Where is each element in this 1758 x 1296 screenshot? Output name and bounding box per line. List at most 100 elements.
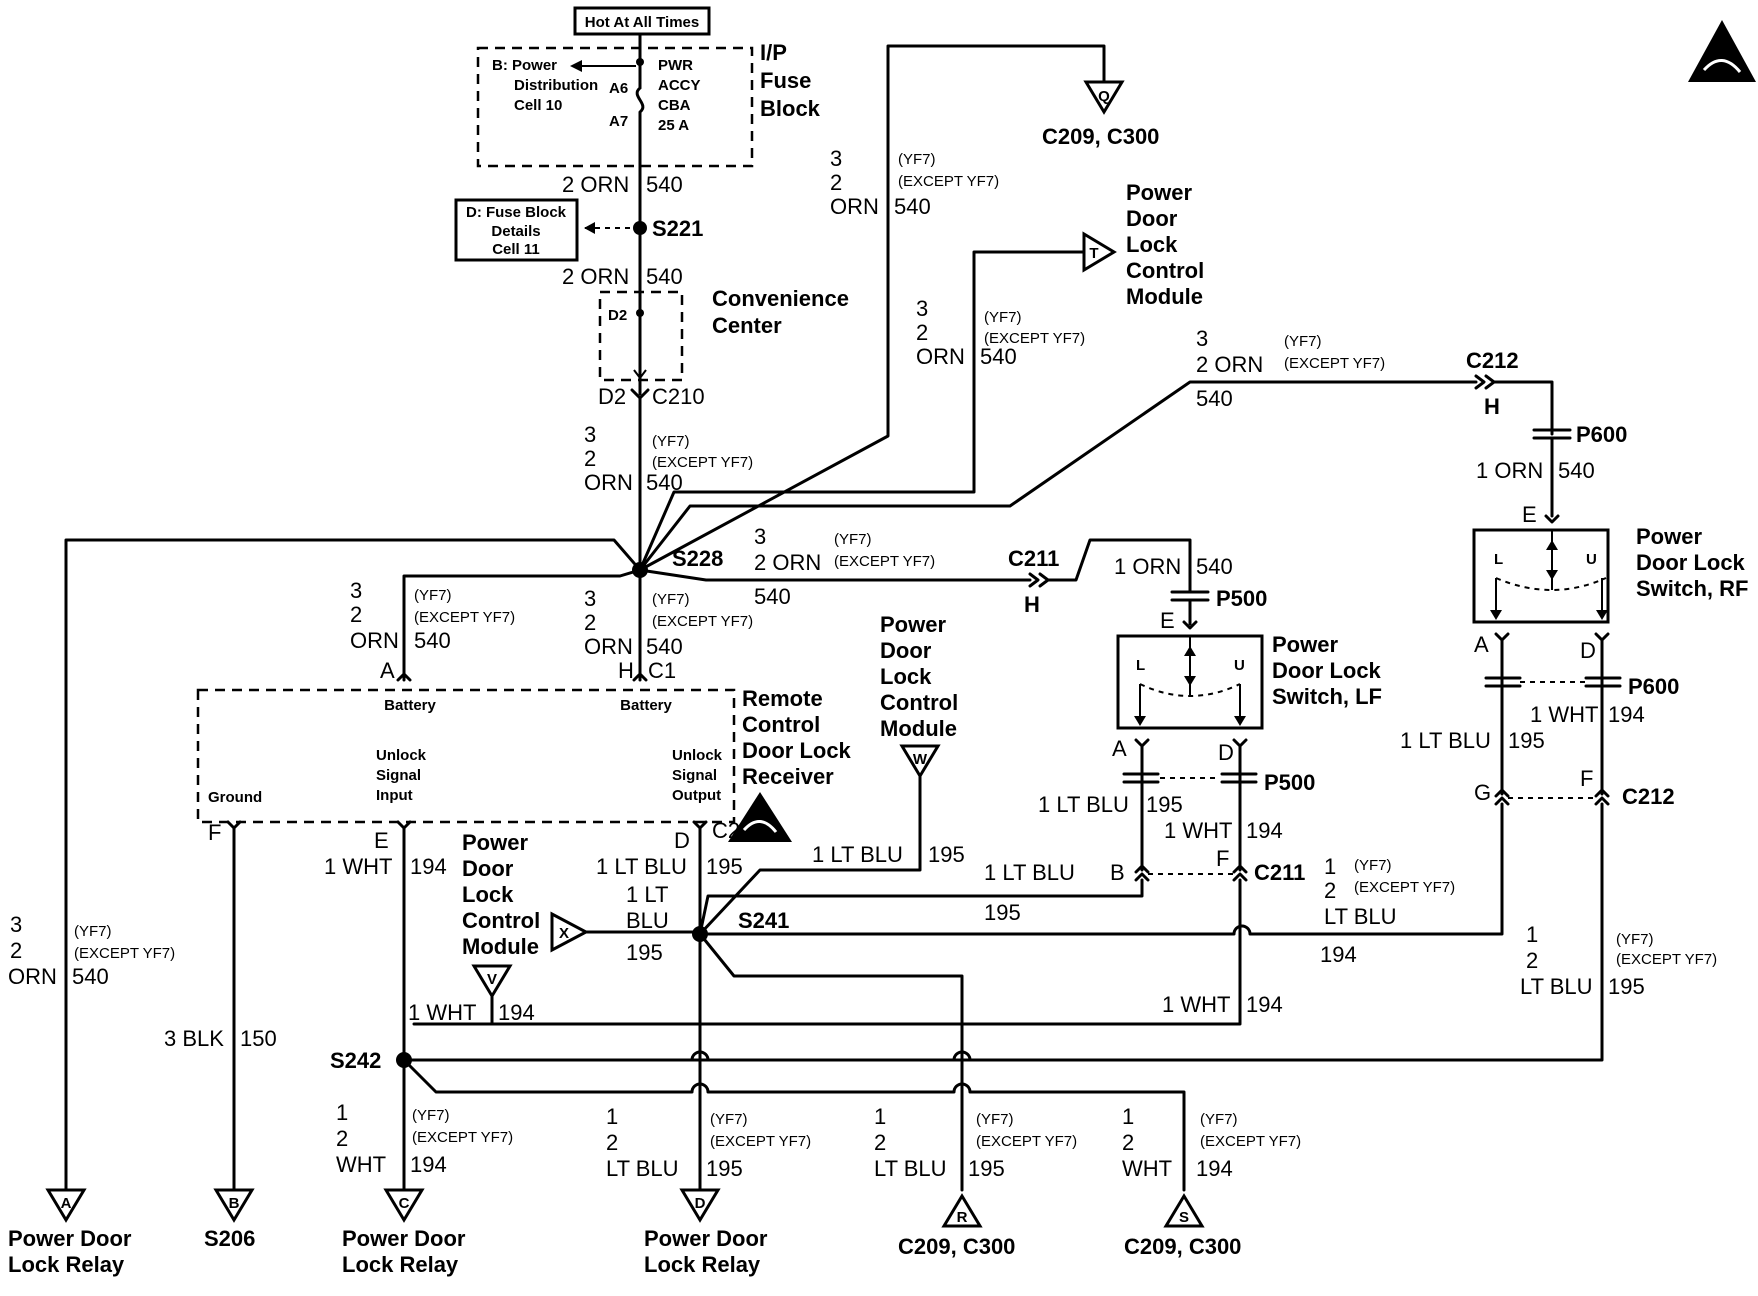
svg-text:(EXCEPT YF7): (EXCEPT YF7) (834, 553, 935, 570)
fuse-block-outline (476, 46, 754, 168)
fuse-block-label: I/P Fuse Block (760, 40, 821, 121)
svg-text:195: 195 (706, 1156, 743, 1181)
svg-text:U: U (1234, 657, 1245, 674)
svg-text:C211: C211 (1254, 860, 1305, 885)
svg-text:E: E (1160, 608, 1175, 633)
svg-text:ORN: ORN (350, 628, 399, 653)
svg-text:(EXCEPT YF7): (EXCEPT YF7) (1200, 1133, 1301, 1150)
svg-text:Unlock: Unlock (672, 747, 723, 764)
svg-text:C2: C2 (712, 818, 740, 843)
svg-text:Lock Relay: Lock Relay (342, 1252, 459, 1277)
svg-text:Details: Details (491, 223, 540, 240)
svg-text:Lock: Lock (1126, 232, 1178, 257)
svg-text:LT BLU: LT BLU (1520, 974, 1593, 999)
svg-text:195: 195 (626, 940, 663, 965)
svg-text:1: 1 (1122, 1104, 1134, 1129)
svg-text:(YF7): (YF7) (710, 1111, 748, 1128)
svg-text:(YF7): (YF7) (74, 923, 112, 940)
svg-text:(YF7): (YF7) (414, 587, 452, 604)
svg-text:W: W (913, 751, 928, 768)
svg-text:Lock Relay: Lock Relay (644, 1252, 761, 1277)
svg-text:A: A (380, 658, 395, 683)
svg-text:2: 2 (606, 1130, 618, 1155)
svg-text:540: 540 (1196, 386, 1233, 411)
p600-lower: P600 (1484, 674, 1679, 699)
svg-text:1 WHT: 1 WHT (1164, 818, 1232, 843)
svg-text:Door Lock: Door Lock (1636, 550, 1746, 575)
svg-text:E: E (374, 828, 389, 853)
svg-text:540: 540 (414, 628, 451, 653)
svg-text:Door: Door (880, 638, 932, 663)
svg-text:S: S (1179, 1209, 1189, 1226)
svg-text:C212: C212 (1622, 784, 1675, 809)
svg-text:195: 195 (1146, 792, 1183, 817)
svg-text:D: Fuse Block: D: Fuse Block (466, 204, 567, 221)
svg-text:1 LT BLU: 1 LT BLU (984, 860, 1075, 885)
switch-rf-inner: L U (1490, 530, 1608, 620)
svg-text:3: 3 (1196, 326, 1208, 351)
receiver-label: Remote Control Door Lock Receiver (742, 686, 852, 789)
svg-text:194: 194 (498, 1000, 535, 1025)
svg-text:(YF7): (YF7) (834, 531, 872, 548)
wire-label-s241-in: 1 LT BLU 195 (626, 882, 669, 965)
svg-text:Center: Center (712, 313, 782, 338)
svg-text:C210: C210 (652, 384, 705, 409)
svg-text:195: 195 (968, 1156, 1005, 1181)
svg-text:A: A (1474, 632, 1489, 657)
svg-text:H: H (1484, 394, 1500, 419)
svg-text:L: L (1494, 551, 1503, 568)
svg-text:A6: A6 (609, 80, 628, 97)
svg-text:ORN: ORN (830, 194, 879, 219)
svg-text:BLU: BLU (626, 908, 669, 933)
svg-text:G: G (1474, 780, 1491, 805)
svg-text:(EXCEPT YF7): (EXCEPT YF7) (1354, 879, 1455, 896)
svg-text:2: 2 (1122, 1130, 1134, 1155)
flag-v (471, 964, 513, 999)
hot-at-all-times-box: Hot At All Times (573, 6, 711, 36)
flag-w (899, 744, 941, 779)
svg-text:150: 150 (240, 1026, 277, 1051)
wire-label-t: 3 2 ORN 540 (YF7) (EXCEPT YF7) (916, 296, 1085, 369)
svg-text:E: E (1522, 502, 1537, 527)
svg-text:P600: P600 (1628, 674, 1679, 699)
svg-text:540: 540 (1558, 458, 1595, 483)
wire-label-c211: 3 2 ORN 540 (YF7) (EXCEPT YF7) (754, 524, 935, 609)
svg-text:(EXCEPT YF7): (EXCEPT YF7) (1616, 951, 1717, 968)
svg-text:(YF7): (YF7) (652, 591, 690, 608)
wire-label-left-orn: 3 2 ORN 540 (YF7) (EXCEPT YF7) (8, 912, 175, 989)
svg-text:540: 540 (1196, 554, 1233, 579)
wire-label-batt-a: 3 2 ORN 540 (YF7) (EXCEPT YF7) (350, 578, 515, 653)
receiver-outline (196, 688, 736, 824)
bottom-flag-a: A Power Door Lock Relay (8, 1188, 132, 1277)
svg-text:(EXCEPT YF7): (EXCEPT YF7) (74, 945, 175, 962)
bottom-flag-b: B S206 (204, 1188, 255, 1251)
svg-text:(EXCEPT YF7): (EXCEPT YF7) (652, 613, 753, 630)
svg-text:(EXCEPT YF7): (EXCEPT YF7) (898, 173, 999, 190)
svg-text:2: 2 (584, 610, 596, 635)
svg-text:Door Lock: Door Lock (742, 738, 852, 763)
fuse-block-details-ref: D: Fuse Block Details Cell 11 (454, 198, 579, 262)
svg-text:(YF7): (YF7) (976, 1111, 1014, 1128)
svg-text:P500: P500 (1264, 770, 1315, 795)
svg-text:Distribution: Distribution (514, 77, 598, 94)
svg-text:Unlock: Unlock (376, 747, 427, 764)
svg-text:L: L (1136, 657, 1145, 674)
svg-text:S241: S241 (738, 908, 789, 933)
svg-text:A: A (1112, 736, 1127, 761)
svg-text:Remote: Remote (742, 686, 823, 711)
svg-text:Lock Relay: Lock Relay (8, 1252, 125, 1277)
p600-top: P600 (1532, 422, 1627, 447)
svg-text:(EXCEPT YF7): (EXCEPT YF7) (652, 454, 753, 471)
svg-text:540: 540 (646, 172, 683, 197)
svg-text:ORN: ORN (916, 344, 965, 369)
svg-text:Power: Power (1126, 180, 1192, 205)
svg-text:S242: S242 (330, 1048, 381, 1073)
svg-text:P500: P500 (1216, 586, 1267, 611)
svg-text:1 LT BLU: 1 LT BLU (1400, 728, 1491, 753)
svg-text:Lock: Lock (462, 882, 514, 907)
svg-text:S221: S221 (652, 216, 703, 241)
svg-text:1: 1 (606, 1104, 618, 1129)
svg-text:H: H (618, 658, 634, 683)
svg-text:WHT: WHT (1122, 1156, 1172, 1181)
wire-label-bottom-c: 1 2 WHT 194 (YF7) (EXCEPT YF7) (336, 1100, 513, 1177)
